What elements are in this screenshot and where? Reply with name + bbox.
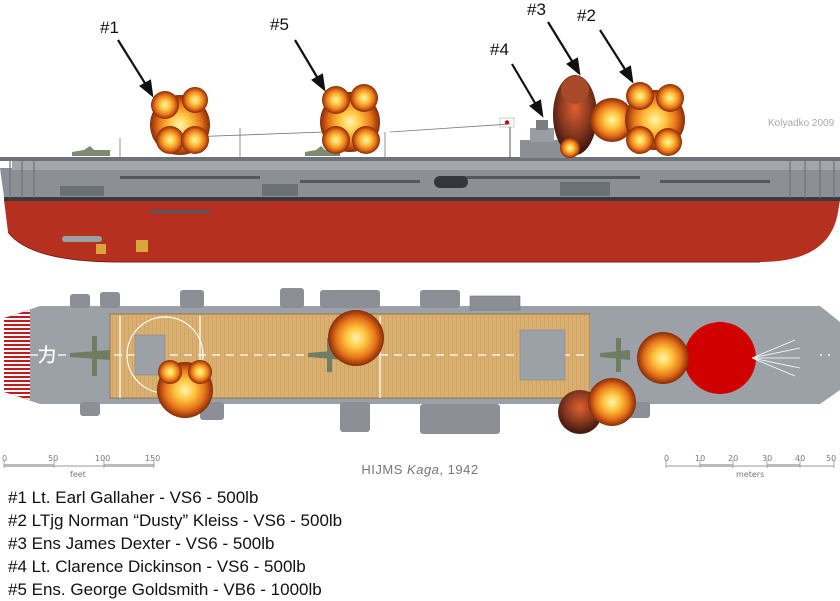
hit-label-2: #2 [577, 6, 596, 25]
explosion-1-side [150, 87, 210, 155]
ship-caption: HIJMS Kaga, 1942 [0, 462, 840, 477]
explosion-5-top [328, 310, 384, 366]
feet-tick-0: 0 [2, 454, 8, 463]
hit-label-4: #4 [490, 40, 509, 59]
feet-tick-150: 150 [145, 454, 161, 463]
legend-entry-5: #5 Ens. George Goldsmith - VB6 - 1000lb [8, 580, 322, 599]
caption-ship-name: Kaga [407, 462, 440, 477]
feet-tick-100: 100 [95, 454, 111, 463]
legend-entry-4: #4 Lt. Clarence Dickinson - VS6 - 500lb [8, 557, 306, 576]
meters-tick-30: 30 [762, 454, 773, 463]
hull-number: カ [36, 344, 59, 369]
explosion-2-top [637, 332, 689, 384]
hit-label-1: #1 [100, 18, 119, 37]
explosion-2-side [590, 82, 685, 156]
top-view [4, 288, 840, 434]
scale-bar-meters [665, 460, 835, 468]
hinomaru-marking [684, 322, 756, 394]
feet-tick-50: 50 [48, 454, 59, 463]
meters-tick-10: 10 [695, 454, 706, 463]
legend-entry-2: #2 LTjg Norman “Dusty” Kleiss - VS6 - 50… [8, 511, 343, 530]
explosion-3-side [553, 75, 597, 158]
side-profile [0, 117, 840, 263]
hit-arrows [117, 21, 634, 118]
explosion-3-top [558, 378, 636, 434]
feet-unit: feet [70, 470, 86, 479]
island [499, 117, 566, 158]
explosion-5-side [320, 84, 380, 154]
explosion-1-top [157, 360, 213, 418]
meters-tick-40: 40 [795, 454, 806, 463]
legend-entry-3: #3 Ens James Dexter - VS6 - 500lb [8, 534, 275, 553]
caption-prefix: HIJMS [361, 462, 408, 477]
hit-label-3: #3 [527, 0, 546, 19]
legend-entry-1: #1 Lt. Earl Gallaher - VS6 - 500lb [8, 488, 259, 507]
artist-credit: Kolyadko 2009 [768, 118, 835, 129]
scale-bar-feet [3, 460, 155, 468]
hit-label-5: #5 [270, 15, 289, 34]
meters-tick-50: 50 [826, 454, 837, 463]
meters-unit: meters [736, 470, 765, 479]
caption-suffix: , 1942 [439, 462, 479, 477]
bomb-hit-legend: #1 Lt. Earl Gallaher - VS6 - 500lb #2 LT… [8, 486, 568, 601]
meters-tick-0: 0 [664, 454, 670, 463]
meters-tick-20: 20 [728, 454, 739, 463]
